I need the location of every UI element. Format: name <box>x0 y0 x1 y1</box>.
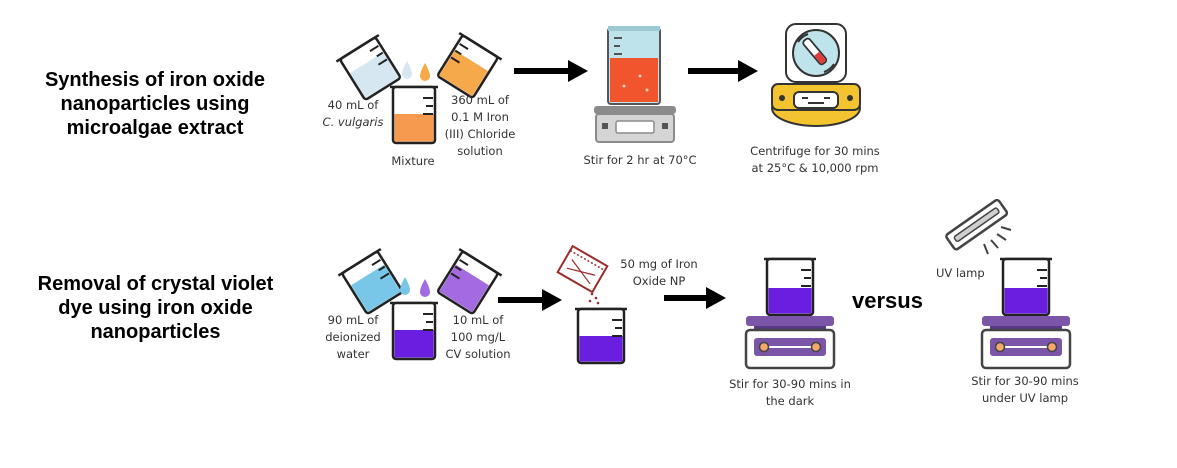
algae-volume-label: 40 mL of C. vulgaris <box>322 98 384 129</box>
uv-stir-caption: Stir for 30-90 mins under UV lamp <box>971 374 1079 405</box>
water-droplet-icon <box>400 277 410 295</box>
water-volume-label: 90 mL of deionized water <box>325 313 381 361</box>
algae-droplet-icon <box>402 61 412 79</box>
arrow-right-icon <box>664 287 726 309</box>
arrow-right-icon <box>514 60 588 82</box>
dye-solution-beaker-icon <box>390 301 438 361</box>
uv-lamp-icon <box>945 198 1012 255</box>
mixture-label: Mixture <box>391 154 435 168</box>
cv-pouring-beaker-icon <box>437 247 503 315</box>
versus-label: versus <box>852 288 923 313</box>
iron-droplet-icon <box>420 63 430 81</box>
cv-droplet-icon <box>420 279 430 297</box>
nanoparticle-sachet-icon <box>556 244 609 305</box>
hot-plate-stirrer-icon <box>594 26 676 143</box>
mixture-beaker-icon <box>390 85 438 145</box>
centrifuge-icon <box>771 23 861 127</box>
stir-heat-caption: Stir for 2 hr at 70°C <box>583 153 697 167</box>
np-mass-label: 50 mg of Iron Oxide NP <box>620 257 698 288</box>
removal-row-title: Removal of crystal violet dye using iron… <box>37 273 274 343</box>
arrow-right-icon <box>688 60 758 82</box>
dark-stir-caption: Stir for 30-90 mins in the dark <box>729 377 851 408</box>
synthesis-row-title: Synthesis of iron oxide nanoparticles us… <box>44 69 266 139</box>
iron-pouring-beaker-icon <box>437 31 503 99</box>
water-pouring-beaker-icon <box>337 247 403 315</box>
arrow-right-icon <box>498 289 562 311</box>
uv-lamp-label: UV lamp <box>936 266 985 280</box>
dye-np-beaker-icon <box>575 307 627 365</box>
stir-plate-uv-icon <box>980 257 1072 370</box>
algae-pouring-beaker-icon <box>335 33 401 101</box>
stir-plate-dark-icon <box>744 257 836 370</box>
iron-volume-label: 360 mL of 0.1 M Iron (III) Chloride solu… <box>444 93 516 158</box>
centrifuge-caption: Centrifuge for 30 mins at 25°C & 10,000 … <box>750 144 880 175</box>
cv-volume-label: 10 mL of 100 mg/L CV solution <box>445 313 511 361</box>
